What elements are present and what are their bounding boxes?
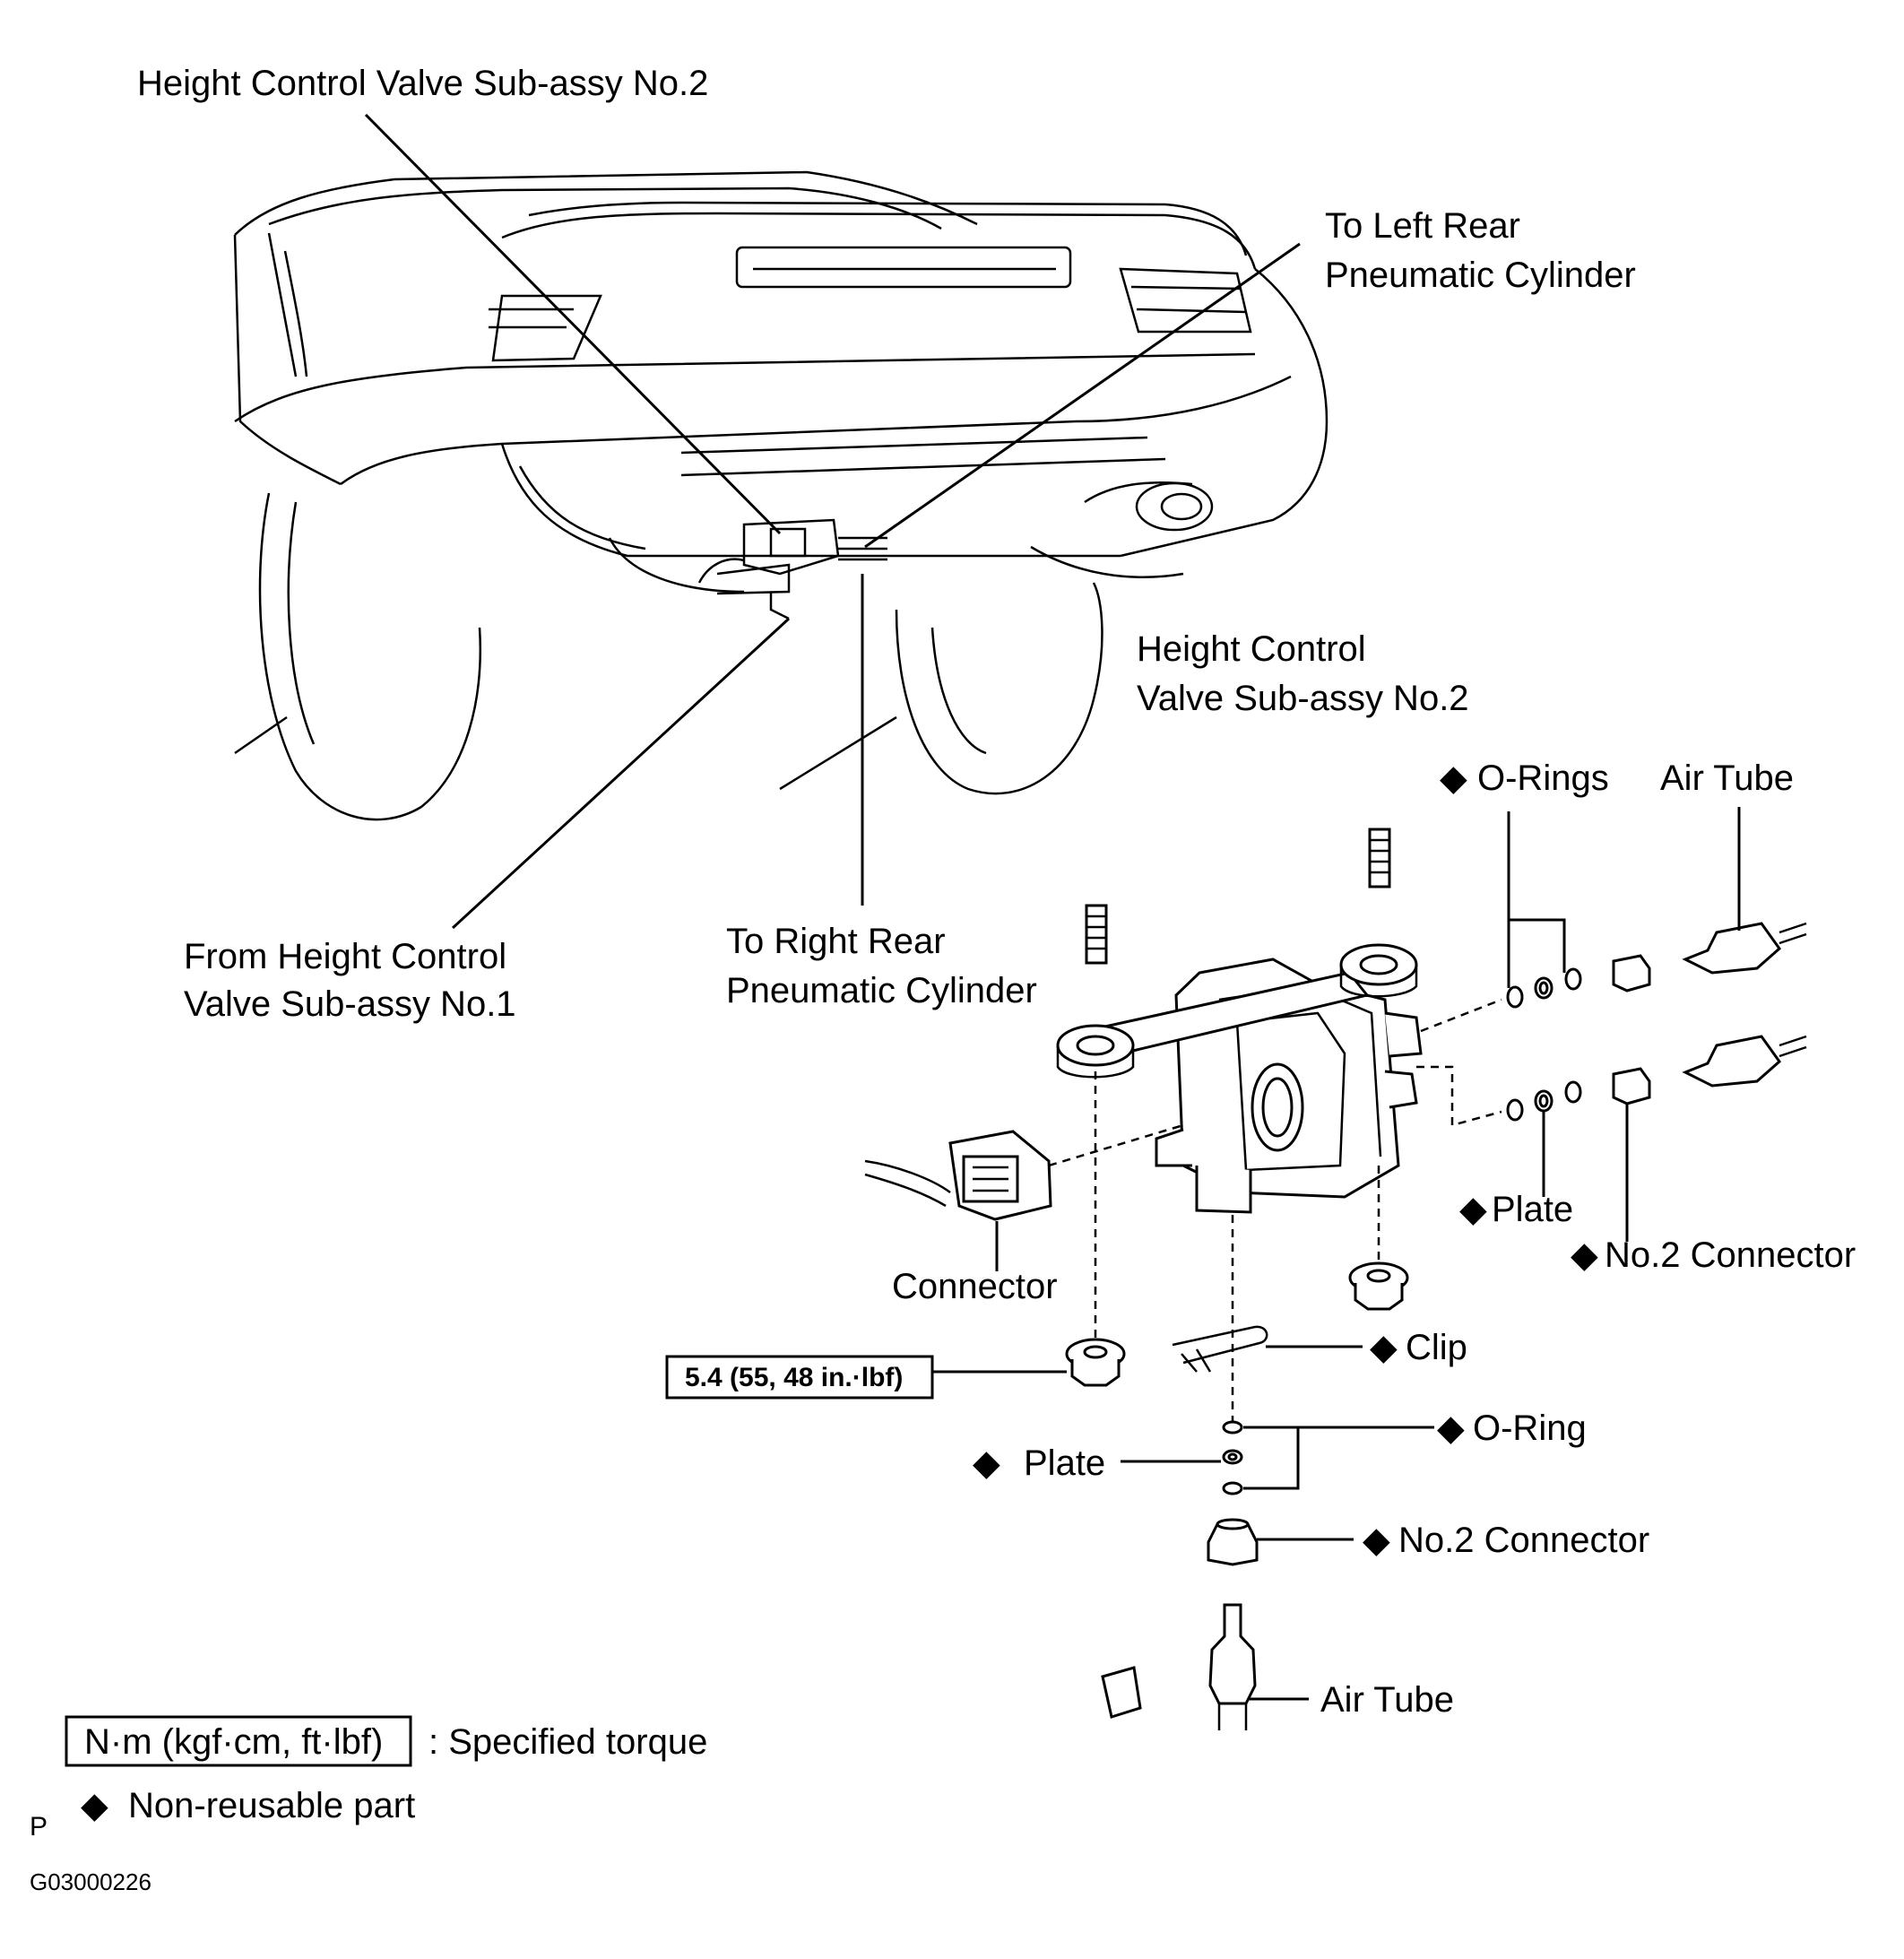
- label-o-rings: O-Rings: [1477, 758, 1609, 798]
- clip-part: [1172, 1325, 1268, 1373]
- legend-torque-desc: : Specified torque: [428, 1722, 707, 1762]
- label-connector: Connector: [892, 1267, 1058, 1306]
- diamond-o-ring: ◆: [1437, 1409, 1465, 1448]
- align-lower-port: [1416, 1065, 1502, 1127]
- diamond-o-rings: ◆: [1440, 758, 1467, 798]
- label-right-rear-line1: To Right Rear: [726, 922, 946, 961]
- align-top-port: [1420, 998, 1502, 1033]
- label-clip: Clip: [1406, 1328, 1467, 1367]
- leader-from-valve-1: [451, 617, 791, 930]
- car-rear-illustration: [233, 170, 1328, 821]
- legend-nonreusable: Non-reusable part: [128, 1786, 415, 1825]
- lower-port-parts: [1506, 1035, 1807, 1122]
- label-right-rear-line2: Pneumatic Cylinder: [726, 971, 1037, 1010]
- label-air-tube-top: Air Tube: [1660, 758, 1794, 798]
- leader-valve-top: [364, 113, 782, 535]
- diamond-no2-bottom: ◆: [1363, 1521, 1390, 1560]
- leader-o-rings-b: [1509, 918, 1566, 973]
- torque-box: [665, 1355, 934, 1400]
- align-connector: [1048, 1123, 1184, 1167]
- label-o-ring: O-Ring: [1473, 1409, 1587, 1448]
- label-valve-mid-line2: Valve Sub-assy No.2: [1137, 679, 1469, 718]
- stud-left: [1085, 904, 1108, 965]
- label-valve-mid-line1: Height Control: [1137, 629, 1366, 669]
- stud-right: [1368, 828, 1391, 888]
- label-from-line1: From Height Control: [184, 937, 506, 976]
- valve-on-car: [697, 518, 887, 620]
- air-tube-bottom-part: [1101, 1603, 1257, 1730]
- label-left-rear-line2: Pneumatic Cylinder: [1325, 256, 1636, 295]
- no2-connector-bottom-part: [1207, 1518, 1259, 1566]
- label-no2-connector-bottom: No.2 Connector: [1398, 1521, 1649, 1560]
- label-no2-connector-right: No.2 Connector: [1605, 1235, 1856, 1275]
- label-plate-left: Plate: [1024, 1443, 1105, 1483]
- footer-code: G03000226: [30, 1868, 151, 1895]
- diamond-no2-right: ◆: [1571, 1235, 1598, 1275]
- flange-nut-left: [1065, 1338, 1126, 1387]
- leader-left-rear: [864, 242, 1301, 549]
- height-control-valve-body: [1056, 943, 1423, 1214]
- diamond-clip: ◆: [1370, 1328, 1398, 1367]
- harness-connector: [864, 1130, 1052, 1221]
- legend-torque-units: N·m (kgf·cm, ft·lbf): [84, 1722, 383, 1762]
- label-left-rear-line1: To Left Rear: [1325, 206, 1520, 246]
- label-torque-value: 5.4 (55, 48 in.·lbf): [685, 1363, 903, 1392]
- diamond-plate-right: ◆: [1459, 1190, 1487, 1229]
- label-plate-right: Plate: [1492, 1190, 1573, 1229]
- flange-nut-right: [1348, 1261, 1409, 1311]
- upper-port-parts: [1506, 922, 1807, 1009]
- o-ring-upper: [1222, 1420, 1243, 1435]
- footer-letter: P: [30, 1812, 48, 1842]
- o-ring-lower: [1222, 1481, 1243, 1495]
- diamond-plate-left: ◆: [973, 1443, 1000, 1483]
- label-air-tube-bottom: Air Tube: [1320, 1680, 1454, 1720]
- plate-hole: [1227, 1452, 1238, 1461]
- label-valve-top: Height Control Valve Sub-assy No.2: [137, 64, 708, 103]
- label-from-line2: Valve Sub-assy No.1: [184, 984, 516, 1024]
- leader-o-ring-b: [1243, 1427, 1300, 1490]
- legend-torque-box: [65, 1715, 412, 1767]
- legend-diamond: ◆: [81, 1786, 108, 1825]
